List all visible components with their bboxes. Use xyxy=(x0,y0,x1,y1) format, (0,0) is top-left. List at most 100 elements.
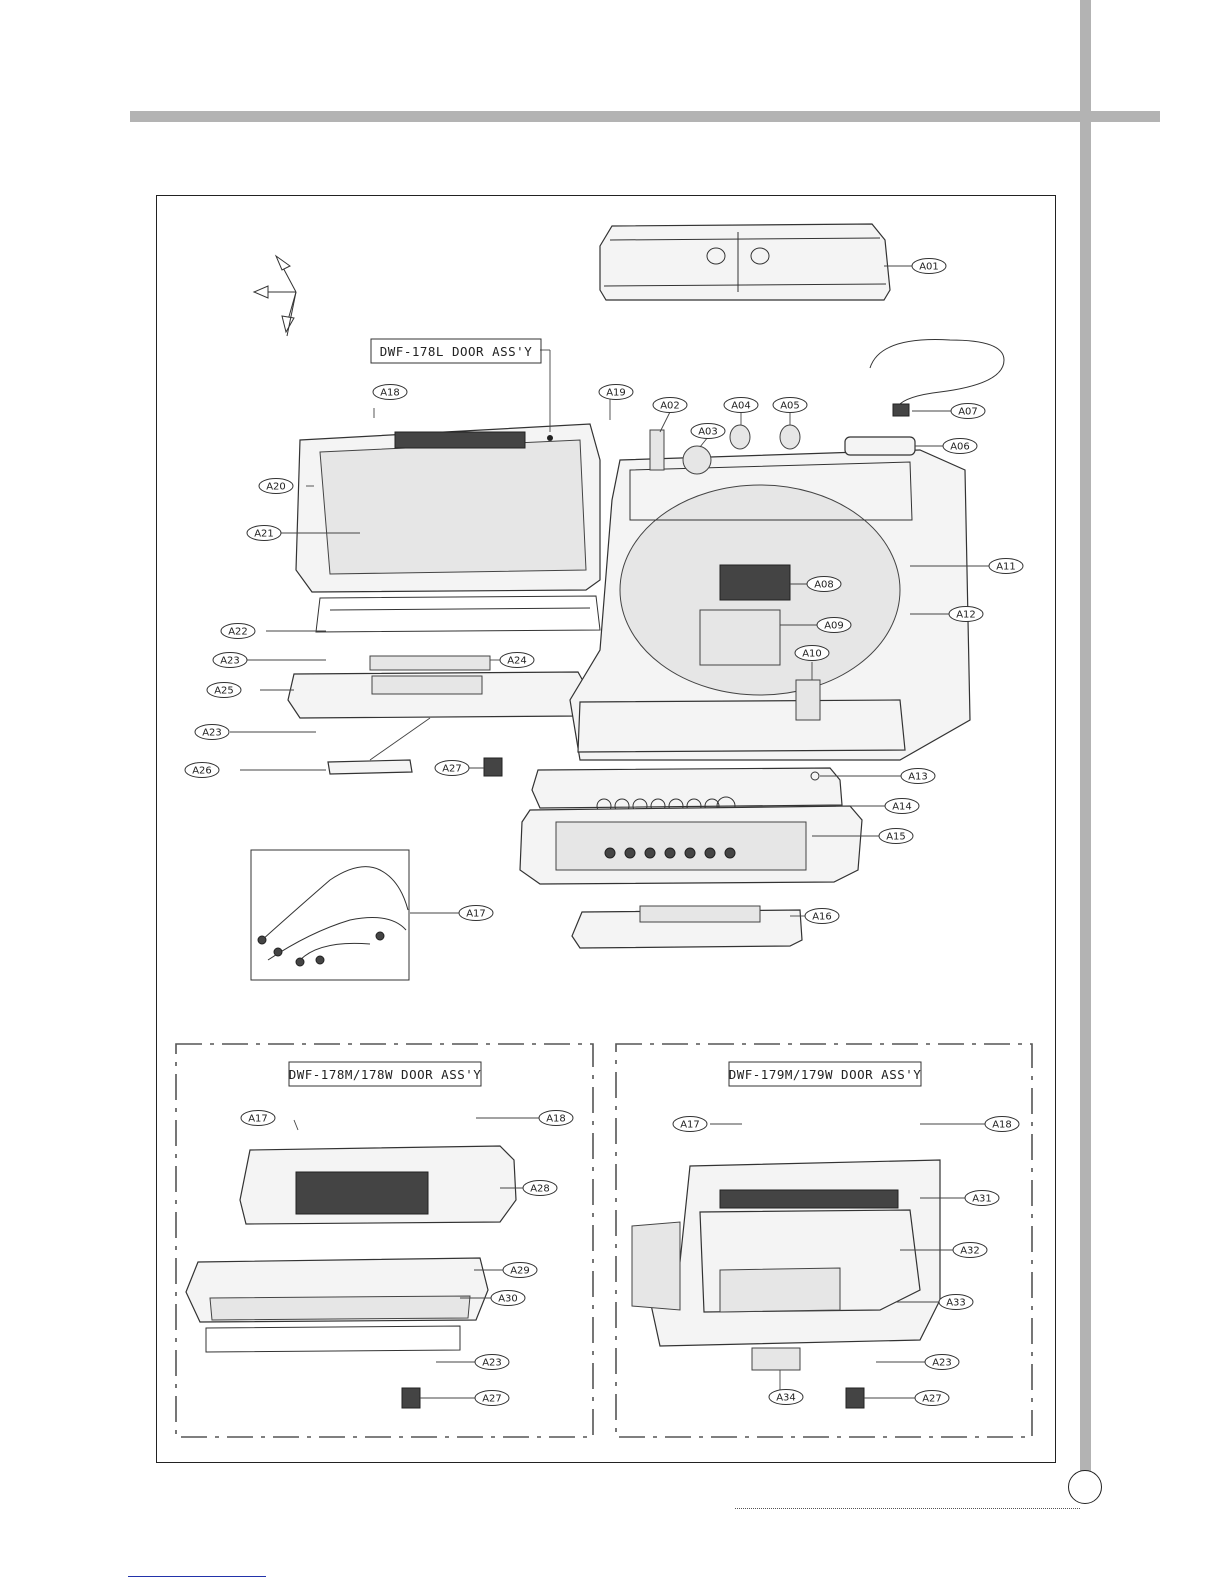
callout-text: A02 xyxy=(660,401,680,412)
callout-text: A13 xyxy=(908,772,928,783)
callout-a26: A26 xyxy=(185,763,219,778)
callout-a07: A07 xyxy=(951,404,985,419)
callout-a24: A24 xyxy=(500,653,534,668)
callout-a15: A15 xyxy=(879,829,913,844)
title-179: DWF-179M/179W DOOR ASS'Y xyxy=(729,1067,922,1082)
callout-a23: A23 xyxy=(195,725,229,740)
callout-a33: A33 xyxy=(939,1295,973,1310)
callout-a06: A06 xyxy=(943,439,977,454)
title-box-179: DWF-179M/179W DOOR ASS'Y xyxy=(729,1062,922,1086)
callout-a20: A20 xyxy=(259,479,293,494)
callout-a31: A31 xyxy=(965,1191,999,1206)
callout-a16: A16 xyxy=(805,909,839,924)
callout-a02: A02 xyxy=(653,398,687,413)
title-178: DWF-178M/178W DOOR ASS'Y xyxy=(289,1067,482,1082)
callout-text: A03 xyxy=(698,427,718,438)
main-body-part xyxy=(570,450,990,760)
callout-a14: A14 xyxy=(885,799,919,814)
callout-text: A10 xyxy=(802,649,822,660)
callout-text: A12 xyxy=(956,610,976,621)
title-main: DWF-178L DOOR ASS'Y xyxy=(380,344,533,359)
callout-a03: A03 xyxy=(691,424,725,439)
callout-a08: A08 xyxy=(807,577,841,592)
callout-text: A23 xyxy=(482,1358,502,1369)
callout-text: A18 xyxy=(380,388,400,399)
callout-text: A23 xyxy=(202,728,222,739)
callout-text: A04 xyxy=(731,401,751,412)
callout-a25: A25 xyxy=(207,683,241,698)
callout-text: A16 xyxy=(812,912,832,923)
top-cover-part xyxy=(600,224,912,300)
callout-a27: A27 xyxy=(435,761,469,776)
callout-text: A28 xyxy=(530,1184,550,1195)
callout-a09: A09 xyxy=(817,618,851,633)
callout-text: A29 xyxy=(510,1266,530,1277)
callout-a17: A17 xyxy=(241,1111,275,1126)
callout-a12: A12 xyxy=(949,607,983,622)
callout-text: A22 xyxy=(228,627,248,638)
callout-text: A06 xyxy=(950,442,970,453)
callout-a22: A22 xyxy=(221,624,255,639)
callout-a19: A19 xyxy=(599,385,633,400)
harness-detail-box xyxy=(251,850,460,980)
callout-text: A27 xyxy=(922,1394,942,1405)
callout-a18: A18 xyxy=(539,1111,573,1126)
title-box-main: DWF-178L DOOR ASS'Y xyxy=(371,339,541,363)
callout-text: A19 xyxy=(606,388,626,399)
callout-text: A34 xyxy=(776,1393,796,1404)
callout-a23: A23 xyxy=(475,1355,509,1370)
door-handle-cover xyxy=(230,656,588,732)
callout-text: A26 xyxy=(192,766,212,777)
callout-text: A05 xyxy=(780,401,800,412)
callout-text: A31 xyxy=(972,1194,992,1205)
callout-a17: A17 xyxy=(459,906,493,921)
callout-text: A08 xyxy=(814,580,834,591)
control-panel-part xyxy=(520,768,902,884)
callout-text: A17 xyxy=(680,1120,700,1131)
callout-text: A25 xyxy=(214,686,234,697)
callout-text: A24 xyxy=(507,656,527,667)
callout-text: A23 xyxy=(932,1358,952,1369)
callout-a05: A05 xyxy=(773,398,807,413)
callout-text: A09 xyxy=(824,621,844,632)
callout-text: A14 xyxy=(892,802,912,813)
callout-a27: A27 xyxy=(475,1391,509,1406)
callout-text: A30 xyxy=(498,1294,518,1305)
callout-text: A23 xyxy=(220,656,240,667)
callout-text: A27 xyxy=(442,764,462,775)
callout-a11: A11 xyxy=(989,559,1023,574)
callout-text: A17 xyxy=(248,1114,268,1125)
callout-text: A18 xyxy=(992,1120,1012,1131)
callout-text: A15 xyxy=(886,832,906,843)
callout-a18: A18 xyxy=(985,1117,1019,1132)
callout-a01: A01 xyxy=(912,259,946,274)
callout-a30: A30 xyxy=(491,1291,525,1306)
callout-a13: A13 xyxy=(901,769,935,784)
callout-a21: A21 xyxy=(247,526,281,541)
callout-a23: A23 xyxy=(925,1355,959,1370)
callout-a34: A34 xyxy=(769,1390,803,1405)
callout-text: A01 xyxy=(919,262,939,273)
callout-a18: A18 xyxy=(373,385,407,400)
callout-a23: A23 xyxy=(213,653,247,668)
callout-text: A27 xyxy=(482,1394,502,1405)
callout-text: A07 xyxy=(958,407,978,418)
callout-text: A11 xyxy=(996,562,1016,573)
callout-a28: A28 xyxy=(523,1181,557,1196)
callout-a29: A29 xyxy=(503,1263,537,1278)
callout-text: A32 xyxy=(960,1246,980,1257)
callout-a10: A10 xyxy=(795,646,829,661)
callout-text: A17 xyxy=(466,909,486,920)
callout-text: A18 xyxy=(546,1114,566,1125)
callout-a17: A17 xyxy=(673,1117,707,1132)
title-box-178: DWF-178M/178W DOOR ASS'Y xyxy=(289,1062,482,1086)
power-cord-part xyxy=(870,340,1004,416)
door-assembly-178l xyxy=(266,350,610,632)
callout-text: A20 xyxy=(266,482,286,493)
axis-arrows-icon xyxy=(254,256,296,336)
callout-a27: A27 xyxy=(915,1391,949,1406)
callout-a04: A04 xyxy=(724,398,758,413)
callout-a32: A32 xyxy=(953,1243,987,1258)
pcb-part xyxy=(572,906,806,948)
